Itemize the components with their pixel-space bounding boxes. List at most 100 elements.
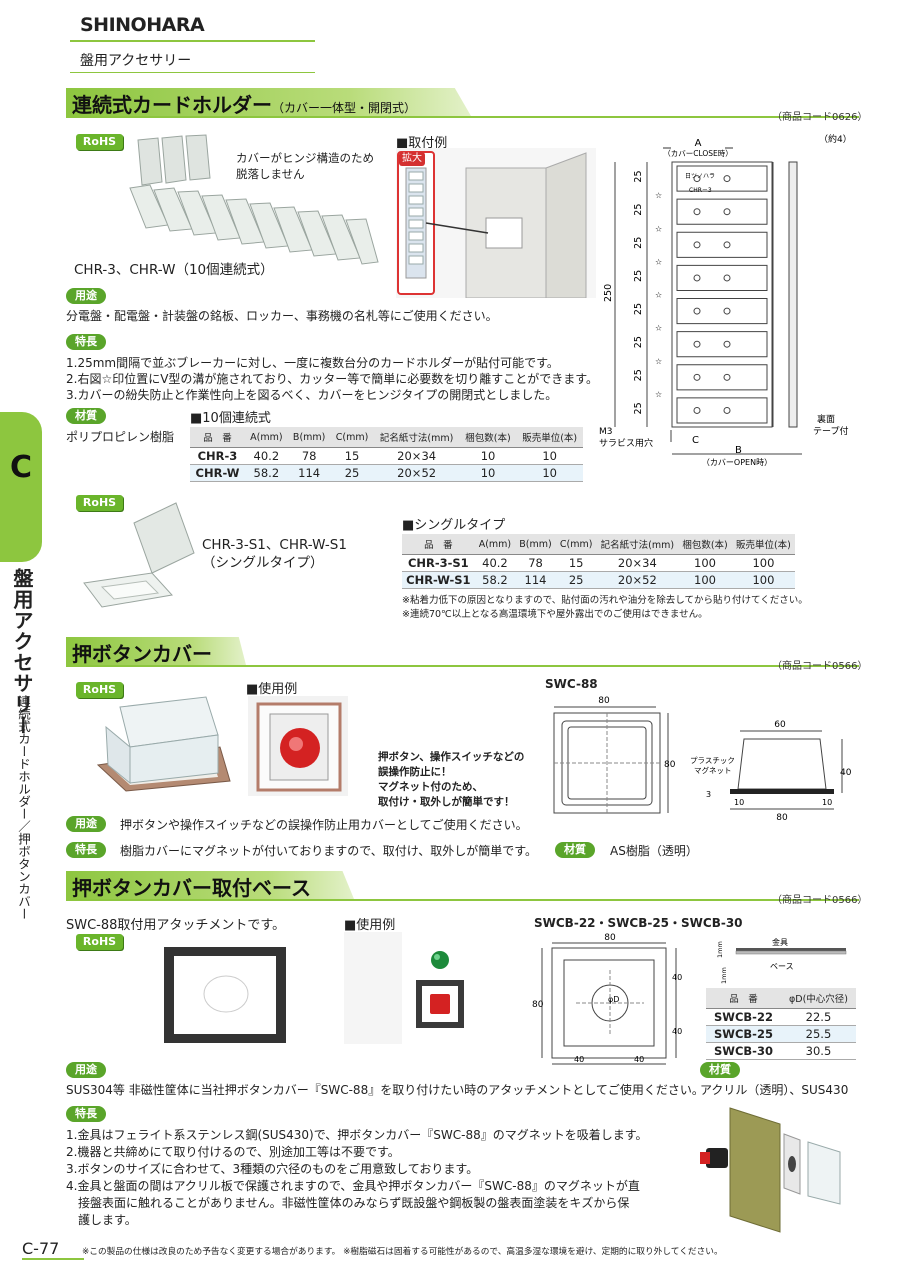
hinge-note: カバーがヒンジ構造のため 脱落しません	[236, 151, 374, 181]
screw-hole	[693, 274, 701, 282]
use-text: SUS304等 非磁性筐体に当社押ボタンカバー『SWC-88』を取り付けたい時の…	[66, 1083, 704, 1097]
page-number-underline	[22, 1258, 84, 1260]
col-c: C(mm)	[330, 427, 374, 448]
dim-a-sub: （カバーCLOSE時）	[663, 149, 733, 158]
col-part: 品 番	[190, 427, 245, 448]
screw-hole	[693, 208, 701, 216]
feature-2: 2.右図☆印位置にV型の溝が施されており、カッター等で簡単に必要数を切り離すこと…	[66, 372, 599, 386]
dim-w: 80	[604, 933, 616, 943]
dim-t2: 1mm	[720, 967, 728, 984]
pitch-label: 25	[633, 237, 644, 249]
feature-text: 樹脂カバーにマグネットが付いておりますので、取付け、取外しが簡単です。	[120, 844, 538, 858]
material-text: アクリル（透明）、SUS430	[700, 1083, 849, 1097]
swcb-dimension-drawing: 80 φD 80 40 40 40 40	[532, 933, 682, 1065]
feature-pill: 特長	[66, 842, 106, 858]
category-underline	[70, 72, 315, 73]
magnet-label: マグネット	[694, 765, 732, 775]
dim-total: 250	[603, 284, 614, 302]
col-pack: 梱包数(本)	[459, 427, 517, 448]
star-mark: ☆	[655, 291, 662, 300]
screw-hole	[723, 175, 731, 183]
spec-table-10: 品 番 A(mm) B(mm) C(mm) 記名紙寸法(mm) 梱包数(本) 販…	[190, 427, 583, 482]
metal-label: 金具	[772, 937, 788, 947]
swcb-section-drawing: 金具 ベース 1mm 1mm	[716, 937, 847, 984]
feature-3: 3.カバーの紛失防止と作業性向上を図るべく、カバーをヒンジタイプの開閉式としまし…	[66, 388, 558, 402]
side-sub-label: 連続式カードホルダー／押ボタンカバー	[16, 695, 31, 920]
feature-4-end: 護します。	[78, 1213, 137, 1227]
dim-b-sub: （カバーOPEN時）	[702, 458, 772, 467]
dim-m3: M3	[599, 427, 613, 437]
plastic-label: プラスチック	[690, 756, 735, 765]
product-code: （商品コード0566）	[772, 895, 868, 906]
product-caption: CHR-3、CHR-W（10個連続式）	[74, 262, 274, 278]
col-unit: 販売単位(本)	[516, 427, 583, 448]
screw-hole	[723, 340, 731, 348]
material-pill: 材質	[66, 408, 106, 424]
example-label: ■使用例	[344, 918, 396, 933]
mounting-example-photo	[396, 148, 596, 298]
material-text: ポリプロピレン樹脂	[66, 430, 175, 444]
material-text: AS樹脂（透明）	[610, 844, 698, 858]
screw-hole	[693, 307, 701, 315]
star-mark: ☆	[655, 224, 662, 233]
screw-hole	[723, 208, 731, 216]
brand-name: SHINOHARA	[80, 14, 205, 36]
example-label: ■取付例	[396, 136, 448, 151]
product-code: （商品コード0566）	[772, 661, 868, 672]
dim-phi: φD	[608, 995, 619, 1004]
chr-product-photo	[129, 134, 379, 265]
rohs-badge: RoHS	[76, 134, 123, 150]
table-title-single: ■シングルタイプ	[402, 518, 506, 533]
table-title-10: ■10個連続式	[190, 411, 271, 426]
col-paper: 記名紙寸法(mm)	[373, 427, 460, 448]
pitch-label: 25	[633, 402, 644, 414]
dim-q4: 40	[634, 1055, 644, 1064]
dim-q1: 40	[672, 973, 682, 982]
feature-4-cont: 接盤表面に触れることがありません。非磁性筐体のみならず既設盤や鋼板製の盤表面塗装…	[78, 1196, 630, 1210]
brand-underline	[70, 40, 315, 42]
star-mark: ☆	[655, 191, 662, 200]
base-lead: SWC-88取付用アタッチメントです。	[66, 918, 286, 933]
material-pill: 材質	[700, 1062, 740, 1078]
swcb-models: SWCB-22・SWCB-25・SWCB-30	[534, 916, 743, 930]
col-b: B(mm)	[287, 427, 331, 448]
example-label: ■使用例	[246, 682, 298, 697]
note-1: ※粘着力低下の原因となりますので、貼付面の汚れや油分を除去してから貼り付けてくだ…	[402, 595, 808, 606]
dim-t1: 1mm	[716, 941, 724, 958]
holder-cell	[676, 397, 768, 424]
footer-note: ※この製品の仕様は改良のため予告なく変更する場合があります。 ※樹脂磁石は固着す…	[82, 1247, 723, 1257]
swc-example-photo	[248, 696, 348, 796]
star-mark: ☆	[655, 357, 662, 366]
section-title: 押ボタンカバー	[72, 642, 212, 666]
base-label: ベース	[770, 962, 794, 971]
col-part: 品 番	[706, 988, 781, 1009]
section-title: 押ボタンカバー取付ベース	[72, 876, 311, 900]
note-2: ※連続70℃以上となる高温環境下や屋外露出でのご使用はできません。	[402, 609, 708, 620]
holder-cell	[676, 264, 768, 291]
dim-base: 80	[776, 813, 788, 823]
dim-hole: サラビス用穴	[599, 437, 653, 449]
swcb-example-photo	[344, 932, 484, 1044]
dim-m1: 10	[734, 798, 744, 807]
rohs-badge: RoHS	[76, 934, 123, 950]
swc-dimension-drawing: 80 80 60 40 3 10 10 80 プラスチック マグネット	[553, 696, 852, 823]
category-heading: 盤用アクセサリー	[80, 53, 192, 69]
material-pill: 材質	[555, 842, 595, 858]
screw-hole	[723, 406, 731, 414]
screw-hole	[693, 340, 701, 348]
use-pill: 用途	[66, 288, 106, 304]
dim-q3: 40	[574, 1055, 584, 1064]
dim-w: 80	[598, 696, 610, 706]
star-mark: ☆	[655, 324, 662, 333]
holder-cell	[676, 165, 768, 192]
pitch-label: 25	[633, 336, 644, 348]
dim-c: C	[692, 435, 699, 446]
pitch-label: 25	[633, 204, 644, 216]
pitch-label: 25	[633, 303, 644, 315]
